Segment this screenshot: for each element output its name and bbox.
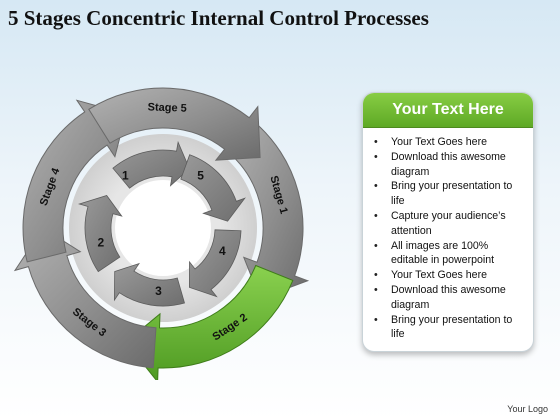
text-panel: Your Text Here Your Text Goes hereDownlo… [362,92,534,352]
inner-arrow-1 [112,140,190,189]
bullet-item: Bring your presentation to life [371,179,527,209]
inner-number-3: 3 [155,284,162,298]
panel-header: Your Text Here [363,93,533,128]
inner-arrow-4 [113,262,185,307]
stage-3-arrow: Stage 3 [13,227,157,369]
page-title: 5 Stages Concentric Internal Control Pro… [8,6,429,30]
stage-5-arrow-shape [88,87,261,161]
stage-5-arrow: Stage 5 [88,87,261,161]
bullet-list: Your Text Goes hereDownload this awesome… [363,128,533,342]
bullet-item: Capture your audience’s attention [371,209,527,239]
logo-text: Your Logo [507,404,548,414]
stage-4-arrow-shape [22,99,127,263]
stage-2-arrow: Stage 2 [125,264,294,380]
stage-1-arrow-shape [226,120,310,300]
stage-1-arrow: Stage 1 [226,120,310,300]
stage-5-label: Stage 5 [147,101,187,114]
bullet-item: Your Text Goes here [371,268,527,283]
inner-arrow-5 [78,195,123,273]
inner-arrow-2 [180,154,246,222]
inner-number-2: 2 [98,236,105,250]
center-hole [115,180,211,276]
bullet-item: Download this awesome diagram [371,150,527,180]
stage-4-arrow: Stage 4 [22,99,127,263]
inner-number-5: 5 [197,168,204,182]
bullet-item: All images are 100% editable in powerpoi… [371,239,527,269]
inner-number-ring: 1 5 4 3 2 [78,140,246,307]
inner-arrow-3 [188,229,242,298]
bullet-item: Bring your presentation to life [371,313,527,343]
bullet-item: Download this awesome diagram [371,283,527,313]
inner-number-4: 4 [219,244,226,258]
stage-3-arrow-shape [13,227,157,369]
inner-number-1: 1 [122,168,129,182]
bullet-item: Your Text Goes here [371,135,527,150]
stage-2-arrow-shape [125,264,294,380]
